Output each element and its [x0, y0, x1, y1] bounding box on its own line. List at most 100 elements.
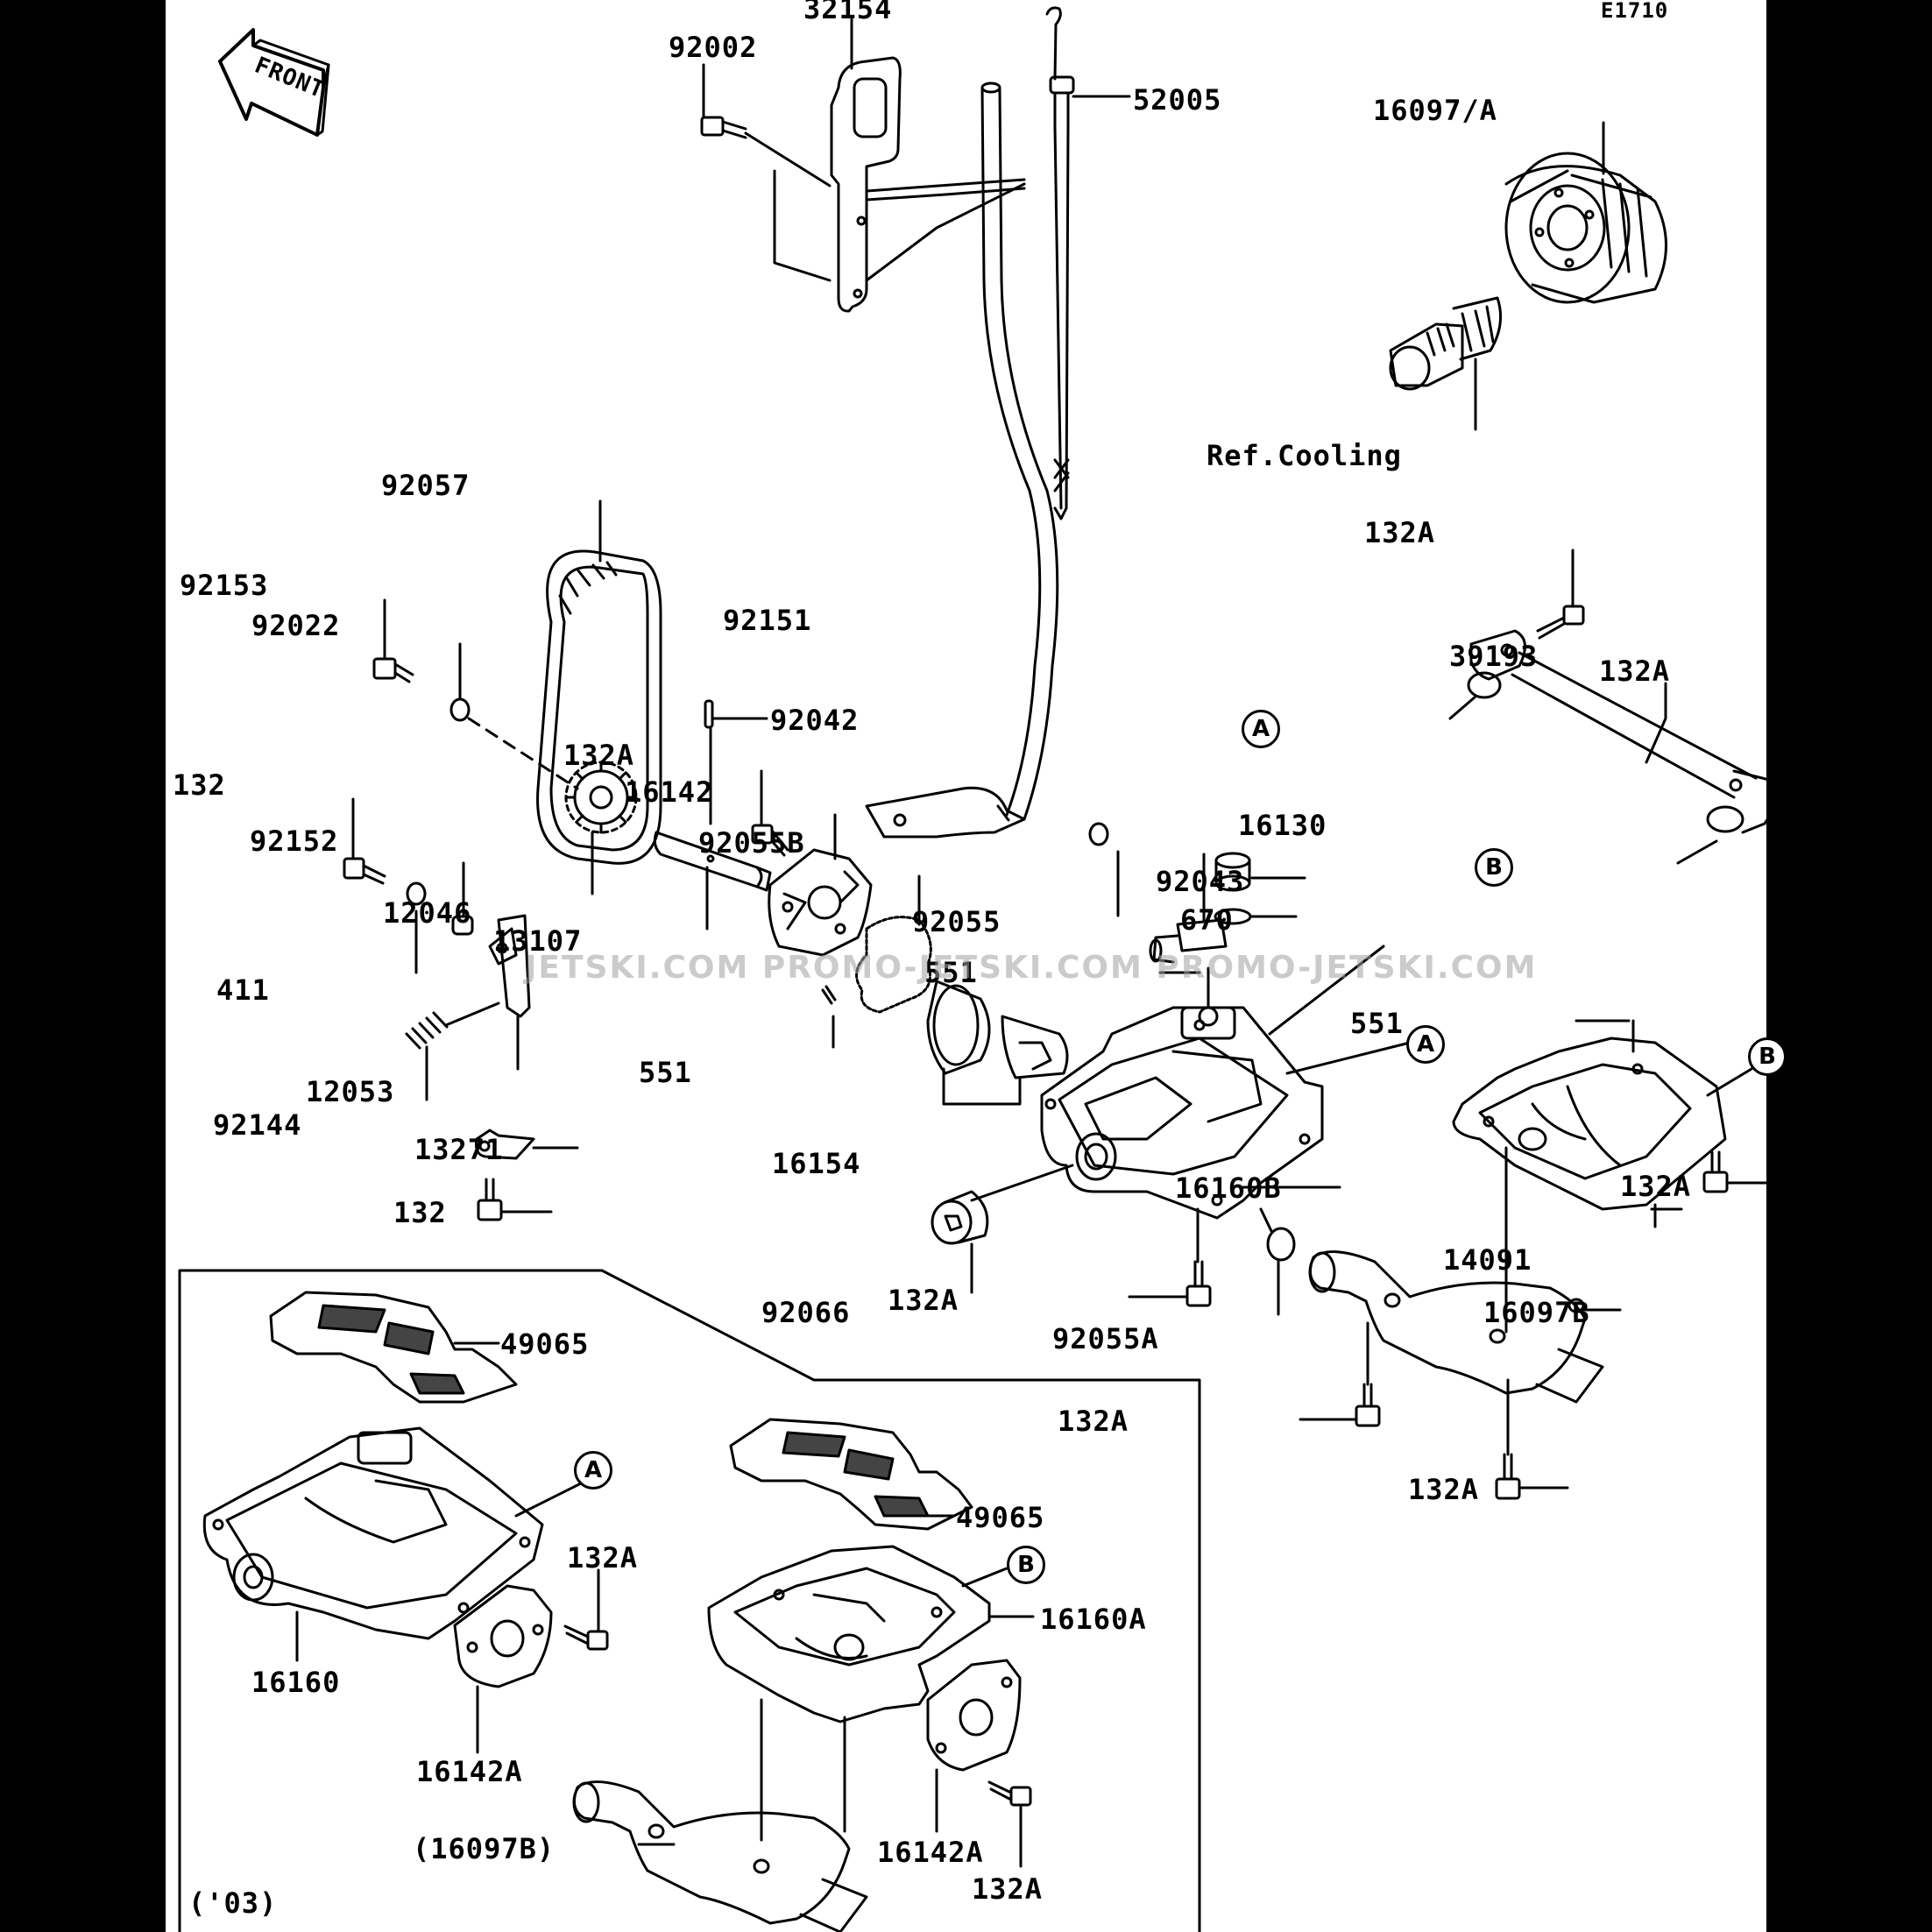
label-14091: 14091: [1443, 1243, 1532, 1277]
label-49065-a: 49065: [500, 1327, 590, 1361]
label-551-right: 551: [1350, 1007, 1404, 1040]
label-92055a: 92055A: [1052, 1322, 1159, 1355]
label-92022: 92022: [251, 609, 341, 642]
fitting-16130: [1149, 918, 1228, 964]
label-92151: 92151: [723, 604, 812, 637]
gasket-49065-b: [729, 1418, 973, 1531]
bolt-132-b-icon: [477, 1178, 503, 1221]
label-92057: 92057: [381, 469, 471, 502]
label-16142: 16142: [625, 775, 714, 809]
pump-cover-16142a-a: [453, 1584, 553, 1688]
bracket-32154: [830, 56, 1026, 313]
bolt-132a-bot2-icon: [1495, 1453, 1521, 1500]
label-551-low: 551: [639, 1056, 692, 1089]
label-13271: 13271: [414, 1133, 504, 1166]
label-16097b-paren: (16097B): [413, 1832, 556, 1865]
bolt-132a-low-icon: [1702, 1150, 1729, 1193]
oil-pan-16160: [202, 1426, 544, 1640]
leader-16154: [942, 1067, 1022, 1106]
label-49065-b: 49065: [956, 1501, 1045, 1534]
threaded-nipple: [1389, 296, 1503, 391]
bolt-92153-icon: [372, 657, 414, 683]
label-92043: 92043: [1156, 865, 1245, 898]
label-32154: 32154: [803, 0, 893, 25]
label-16160: 16160: [251, 1666, 341, 1699]
callout-a-pan: A: [1406, 1025, 1445, 1064]
strainer-16097b: [1308, 1250, 1604, 1404]
leader-132a-bot1: [1299, 1321, 1369, 1421]
pump-cover-16142a-b: [926, 1659, 1022, 1772]
leader-16130: [1268, 945, 1385, 1036]
label-132a-bot2: 132A: [1408, 1473, 1480, 1506]
label-92055: 92055: [912, 905, 1001, 938]
callout-b-pipe: B: [1475, 848, 1513, 887]
bolt-92002-icon: [700, 116, 747, 139]
pin-92042-icon: [704, 699, 714, 729]
label-132a-bot1: 132A: [1058, 1405, 1129, 1438]
bolt-132-a-icon: [343, 857, 386, 885]
pump-cover-16142: [768, 848, 873, 957]
sprocket-12046: [564, 761, 638, 834]
label-132a-pan: 132A: [888, 1284, 959, 1317]
leader-92055a: [1259, 1207, 1280, 1316]
inset-frame: [178, 1269, 1201, 1932]
leader-b-inset: [961, 1567, 1008, 1588]
leader-132a-pan: [1128, 1207, 1200, 1299]
label-16097a: 16097/A: [1373, 94, 1497, 127]
parts-line-art: [178, 6, 1818, 1932]
label-132-b: 132: [393, 1196, 447, 1229]
leader-14091: [1650, 1203, 1683, 1228]
strainer-16097b-inset: [572, 1780, 868, 1932]
dipstick-52005: [1045, 6, 1075, 520]
label-16130: 16130: [1238, 809, 1327, 842]
label-92144: 92144: [213, 1108, 302, 1142]
leader-a-inset: [514, 1479, 588, 1518]
leader-inset-pan: [760, 1698, 846, 1842]
rotor-16154: [926, 980, 1069, 1079]
label-132a-inset: 132A: [567, 1541, 639, 1575]
gasket-92055b: [855, 916, 932, 1014]
collar-92043-icon: [1214, 852, 1251, 892]
leader-92066: [970, 1164, 1074, 1294]
label-132a-top: 132A: [1364, 516, 1436, 549]
bolt-132a-inset2-icon: [987, 1780, 1032, 1807]
label-12053: 12053: [306, 1075, 395, 1108]
bolt-132a-inset-icon: [563, 1624, 609, 1651]
leader-132a-bot2: [1506, 1378, 1569, 1490]
label-16142a-b: 16142A: [877, 1836, 984, 1869]
oil-pan-14091: [1452, 1037, 1727, 1211]
label-132-a: 132: [173, 768, 226, 802]
label-132a-inset2: 132A: [972, 1872, 1044, 1906]
oil-filter-16097a: [1504, 152, 1667, 304]
label-132a-low: 132A: [1620, 1170, 1692, 1203]
label-411: 411: [216, 973, 270, 1007]
pipe-39193: [1467, 629, 1774, 834]
label-92153: 92153: [180, 569, 269, 602]
bolt-132a-bot1-icon: [1355, 1383, 1381, 1427]
label-13107: 13107: [493, 924, 583, 958]
pin-551-low: [821, 985, 837, 1005]
parts-diagram-sheet: E1710 FRONT 32154 92002 52005 16097/A Re…: [166, 0, 1818, 1932]
callout-b-pan: B: [1748, 1037, 1787, 1076]
tensioner-12053: [488, 914, 531, 1018]
bolt-132a-pan-icon: [1185, 1260, 1212, 1307]
label-16097b: 16097B: [1483, 1296, 1590, 1329]
label-12046: 12046: [383, 896, 472, 930]
label-132a-right: 132A: [1599, 655, 1671, 688]
watermark-text: JETSKI.COM PROMO-JETSKI.COM PROMO-JETSKI…: [525, 950, 1538, 986]
ref-cooling-note: Ref.Cooling: [1207, 439, 1402, 472]
label-16154: 16154: [772, 1147, 861, 1180]
label-132a-pump: 132A: [563, 739, 635, 772]
label-16142a-a: 16142A: [416, 1755, 523, 1788]
plate-13271-icon: [475, 1129, 535, 1160]
shaft-13107: [653, 831, 772, 892]
label-16160a: 16160A: [1040, 1603, 1147, 1636]
leader-92022-axis: [467, 717, 579, 790]
label-92042: 92042: [770, 704, 860, 737]
gasket-49065-a: [269, 1291, 518, 1404]
label-52005: 52005: [1133, 83, 1222, 117]
o-ring-92055: [1088, 822, 1109, 846]
leader-ab: [1448, 695, 1718, 865]
bolt-132a-right-icon: [1774, 741, 1818, 769]
washer-411: [406, 881, 427, 906]
